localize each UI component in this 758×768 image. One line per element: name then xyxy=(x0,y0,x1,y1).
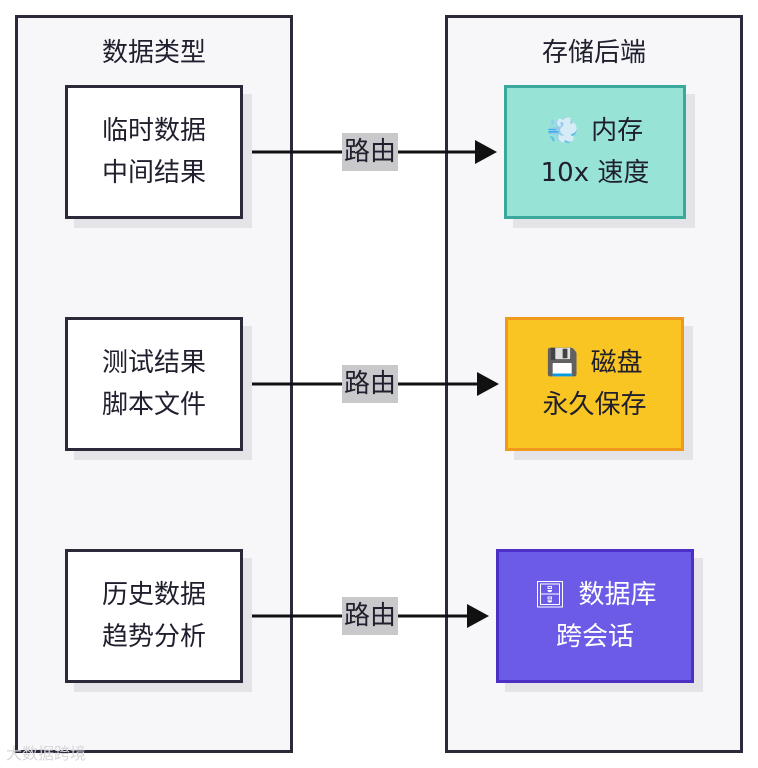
node-line: 历史数据 xyxy=(101,580,206,610)
watermark-text: 大数据跨境 xyxy=(6,744,87,763)
backend-node-memory: 💨 内存 10x 速度 xyxy=(504,85,686,219)
source-node-history-data: 历史数据 趋势分析 xyxy=(65,549,243,683)
edge-label-route: 路由 xyxy=(342,133,399,171)
backend-desc: 10x 速度 xyxy=(540,158,650,188)
backend-node-database: 🗄 数据库 跨会话 xyxy=(496,549,694,683)
data-types-title: 数据类型 xyxy=(101,38,206,68)
node-line: 测试结果 xyxy=(101,348,206,378)
edge-label-route: 路由 xyxy=(342,597,399,635)
backend-name: 内存 xyxy=(591,116,644,146)
backend-desc: 永久保存 xyxy=(542,390,647,420)
storage-backends-title: 存储后端 xyxy=(541,38,646,68)
backend-node-disk: 💾 磁盘 永久保存 xyxy=(505,317,684,451)
wind-icon: 💨 xyxy=(546,116,580,146)
edge-label-route: 路由 xyxy=(342,365,399,403)
node-line: 中间结果 xyxy=(101,158,206,188)
file-cabinet-icon: 🗄 xyxy=(533,580,567,610)
source-node-temp-data: 临时数据 中间结果 xyxy=(65,85,243,219)
source-node-test-results: 测试结果 脚本文件 xyxy=(65,317,243,451)
node-line: 临时数据 xyxy=(101,116,206,146)
node-line: 脚本文件 xyxy=(101,390,206,420)
backend-desc: 跨会话 xyxy=(555,622,634,652)
node-line: 趋势分析 xyxy=(101,622,206,652)
watermark: 大数据跨境 xyxy=(6,740,86,764)
floppy-disk-icon: 💾 xyxy=(546,348,579,378)
backend-name: 数据库 xyxy=(578,580,657,610)
backend-name: 磁盘 xyxy=(590,348,643,378)
